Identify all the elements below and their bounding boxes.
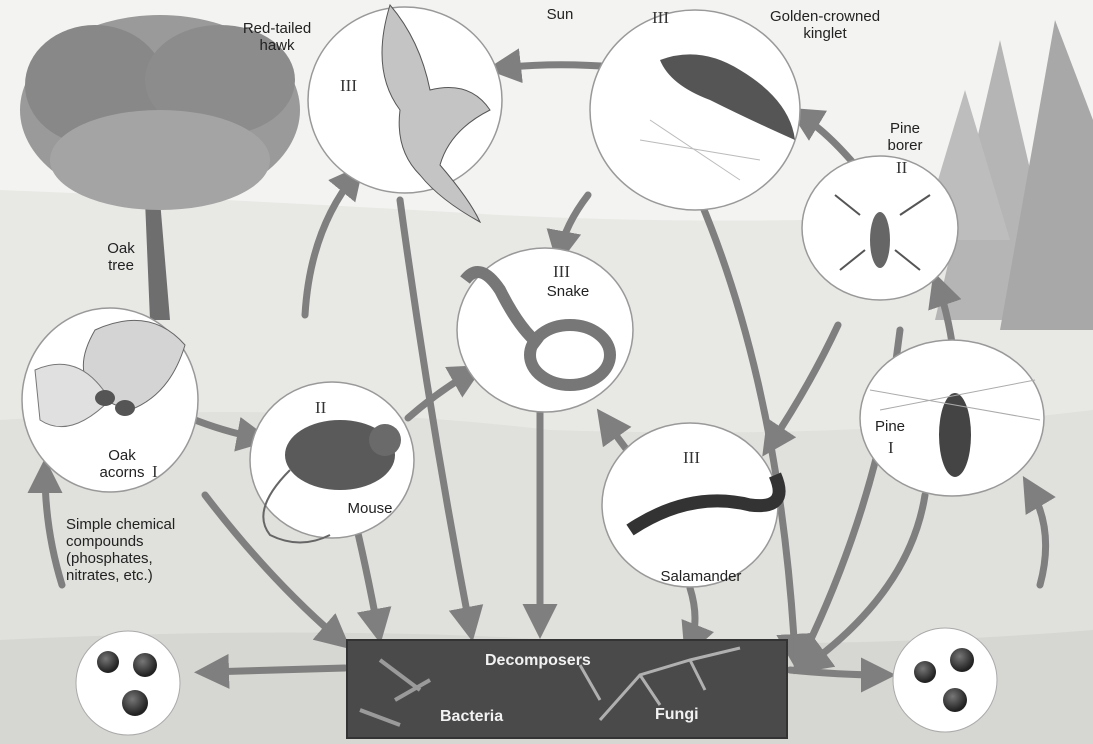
oak-acorns-name: Oak acorns [96, 447, 148, 481]
pine-borer-level: II [896, 158, 907, 178]
snake-level: III [553, 262, 570, 282]
chemical-compounds-label: Simple chemical compounds (phosphates, n… [66, 516, 196, 584]
hawk-level: III [340, 76, 357, 96]
salamander-level: III [683, 448, 700, 468]
pine-borer-name: Pine borer [876, 120, 934, 154]
mouse-level: II [315, 398, 326, 418]
mouse-name: Mouse [340, 500, 400, 517]
chemical-compounds-right [893, 628, 997, 732]
pine-name: Pine [870, 418, 910, 435]
snake-name: Snake [538, 283, 598, 300]
chemical-compounds-left [76, 631, 180, 735]
sun-label: Sun [530, 6, 590, 23]
oak-acorns-level: I [152, 462, 158, 482]
decomposers-title: Decomposers [485, 652, 591, 670]
kinglet-level: III [652, 8, 669, 28]
snake-circle [457, 248, 633, 412]
pine-level: I [888, 438, 894, 458]
bacteria-label: Bacteria [440, 708, 503, 726]
pine-borer-circle [802, 156, 958, 300]
hawk-name: Red-tailed hawk [232, 20, 322, 54]
kinglet-name: Golden-crowned kinglet [765, 8, 885, 42]
fungi-label: Fungi [655, 706, 699, 724]
salamander-name: Salamander [655, 568, 747, 585]
oak-tree-name: Oak tree [96, 240, 146, 274]
